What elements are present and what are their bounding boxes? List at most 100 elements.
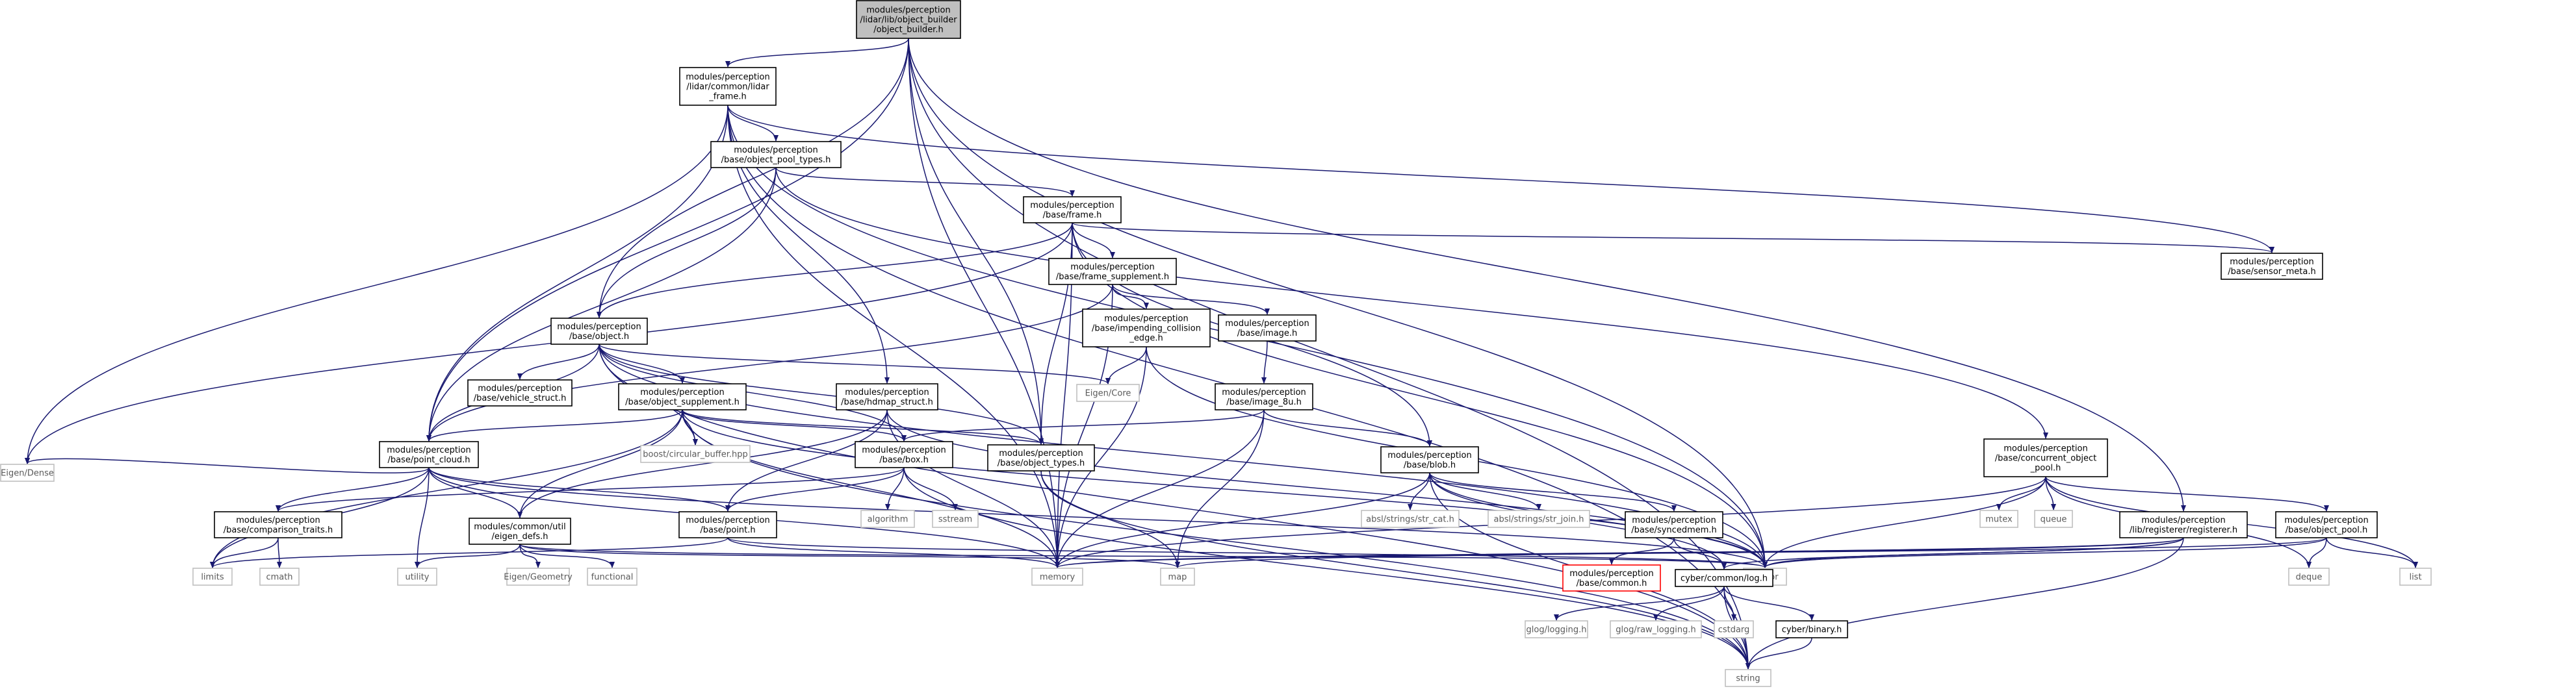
- edge-group-object_pool-deque: [2306, 537, 2327, 568]
- edge-group-blob-str_join: [1429, 472, 1541, 510]
- edge-concurrent_pool-to-object_pool: [2045, 476, 2329, 512]
- node-box: [2288, 568, 2330, 586]
- node-eigen-geometry: Eigen/Geometry: [504, 568, 573, 586]
- edge-box-to-comparison_traits: [276, 467, 905, 512]
- node-base-common[interactable]: modules/perception/base/common.h: [1562, 564, 1661, 592]
- node-box: [259, 568, 300, 586]
- node-comparison-traits[interactable]: modules/perception/base/comparison_trait…: [214, 511, 342, 538]
- node-box: [1562, 564, 1661, 592]
- edge-group-object_pool_types-object: [597, 167, 777, 318]
- node-lidar-frame[interactable]: modules/perception/lidar/common/lidar_fr…: [679, 67, 777, 106]
- edge-syncedmem-to-base_common: [1609, 537, 1675, 565]
- node-str-join: absl/strings/str_join.h: [1488, 510, 1590, 528]
- node-vehicle-struct[interactable]: modules/perception/base/vehicle_struct.h: [467, 379, 573, 407]
- node-box: [679, 67, 777, 106]
- edge-group-point_cloud-point: [428, 467, 730, 512]
- node-cyber-log[interactable]: cyber/common/log.h: [1675, 569, 1773, 587]
- node-object[interactable]: modules/perception/base/object.h: [550, 318, 648, 345]
- node-label-line: modules/perception: [1104, 314, 1188, 324]
- node-label-line: /base/vehicle_struct.h: [474, 394, 567, 403]
- node-label-line: /base/syncedmem.h: [1631, 525, 1717, 535]
- node-frame-supplement[interactable]: modules/perception/base/frame_supplement…: [1048, 258, 1177, 285]
- edge-group-image_8u-box: [901, 409, 1265, 442]
- edge-blob-to-syncedmem: [1429, 472, 1677, 512]
- node-box: [860, 510, 915, 528]
- node-label-line: absl/strings/str_cat.h: [1366, 515, 1454, 525]
- node-label-line: /base/frame_supplement.h: [1056, 272, 1169, 282]
- edge-point_cloud-to-eigen_dense: [25, 457, 430, 473]
- node-root[interactable]: modules/perception/lidar/lib/object_buil…: [856, 0, 961, 39]
- node-label-line: cyber/binary.h: [1782, 625, 1842, 635]
- node-label-line: modules/perception: [686, 73, 769, 82]
- node-registerer[interactable]: modules/perception/lib/registerer/regist…: [2119, 511, 2248, 538]
- edge-object_types-to-string: [1040, 470, 1751, 670]
- edge-group-object_supplement-box: [682, 409, 907, 442]
- edge-lidar_frame-to-sensor_meta: [727, 105, 2274, 253]
- edge-object_supplement-to-memory: [682, 409, 1060, 568]
- node-object-pool-types[interactable]: modules/perception/base/object_pool_type…: [710, 141, 842, 168]
- node-label-line: /base/point.h: [700, 525, 755, 535]
- edge-image-to-image_8u: [1261, 340, 1268, 384]
- node-label-line: modules/perception: [1030, 201, 1114, 210]
- node-label-line: modules/perception: [1070, 262, 1154, 272]
- edge-impending-to-memory: [1055, 346, 1147, 568]
- edge-group-blob-syncedmem: [1429, 472, 1677, 512]
- node-label-line: limits: [201, 573, 224, 583]
- node-label-line: /base/hdmap_struct.h: [841, 397, 933, 407]
- edge-group-cyber_log-glog: [1554, 586, 1725, 621]
- node-box: [1725, 669, 1771, 687]
- node-impending[interactable]: modules/perception/base/impending_collis…: [1082, 308, 1211, 347]
- node-eigen-defs[interactable]: modules/common/util/eigen_defs.h: [469, 518, 571, 545]
- node-object-supplement[interactable]: modules/perception/base/object_supplemen…: [618, 383, 747, 410]
- node-label-line: utility: [406, 573, 430, 583]
- node-hdmap-struct[interactable]: modules/perception/base/hdmap_struct.h: [836, 383, 938, 410]
- node-point[interactable]: modules/perception/base/point.h: [678, 511, 777, 538]
- node-box: [192, 568, 233, 586]
- node-concurrent-pool[interactable]: modules/perception/base/concurrent_objec…: [1983, 438, 2108, 477]
- node-box[interactable]: modules/perception/base/box.h: [855, 441, 953, 468]
- node-box: [710, 141, 842, 168]
- node-box: [1714, 620, 1754, 638]
- node-point-cloud[interactable]: modules/perception/base/point_cloud.h: [379, 441, 479, 468]
- edge-point_cloud-to-point: [428, 467, 730, 512]
- node-box: [1979, 510, 2018, 528]
- edge-group-object_supplement-object_types: [682, 409, 1044, 445]
- node-label-line: algorithm: [868, 515, 908, 525]
- node-label-line: list: [2409, 573, 2421, 583]
- edge-group-object_types-map: [1040, 470, 1180, 568]
- node-object-pool[interactable]: modules/perception/base/object_pool.h: [2275, 511, 2378, 538]
- node-image[interactable]: modules/perception/base/image.h: [1218, 314, 1317, 342]
- edge-group-object-string: [599, 344, 1751, 670]
- node-label-line: modules/perception: [1387, 451, 1471, 460]
- node-sensor-meta[interactable]: modules/perception/base/sensor_meta.h: [2221, 253, 2323, 280]
- node-box: [1023, 196, 1122, 223]
- node-cyber-binary[interactable]: cyber/binary.h: [1775, 620, 1848, 638]
- node-box: [1525, 620, 1588, 638]
- edge-root-to-vector: [908, 38, 1768, 568]
- edge-eigen_defs-to-functional: [519, 544, 615, 568]
- node-syncedmem[interactable]: modules/perception/base/syncedmem.h: [1625, 511, 1723, 538]
- edge-root-to-lidar_frame: [725, 38, 909, 68]
- node-blob[interactable]: modules/perception/base/blob.h: [1380, 446, 1479, 473]
- edge-group-lidar_frame-eigen_dense: [25, 105, 728, 464]
- node-label-line: /base/object_pool.h: [2286, 525, 2367, 535]
- node-label-line: /base/image_8u.h: [1226, 397, 1302, 407]
- node-label-line: string: [1736, 674, 1760, 684]
- node-label-line: modules/perception: [478, 384, 561, 394]
- edge-group-concurrent_pool-queue: [2045, 476, 2056, 510]
- node-image-8u[interactable]: modules/perception/base/image_8u.h: [1215, 383, 1313, 410]
- edge-object_supplement-to-eigen_defs: [517, 409, 683, 518]
- node-label-line: cmath: [266, 573, 292, 583]
- edge-group-root-registerer: [908, 38, 2186, 512]
- node-object-types[interactable]: modules/perception/base/object_types.h: [987, 444, 1095, 471]
- edge-object_pool-to-vector: [1762, 537, 2327, 568]
- edge-group-object-box: [599, 344, 907, 442]
- edge-group-point-memory: [727, 537, 1060, 568]
- edge-group-root-vector: [908, 38, 1768, 568]
- edge-object_supplement-to-point_cloud: [426, 409, 683, 442]
- edge-image_8u-to-box: [901, 409, 1265, 442]
- node-label-line: modules/perception: [236, 516, 320, 525]
- node-frame[interactable]: modules/perception/base/frame.h: [1023, 196, 1122, 223]
- node-label-line: functional: [591, 573, 634, 583]
- edge-group-frame_supplement-image: [1112, 284, 1270, 315]
